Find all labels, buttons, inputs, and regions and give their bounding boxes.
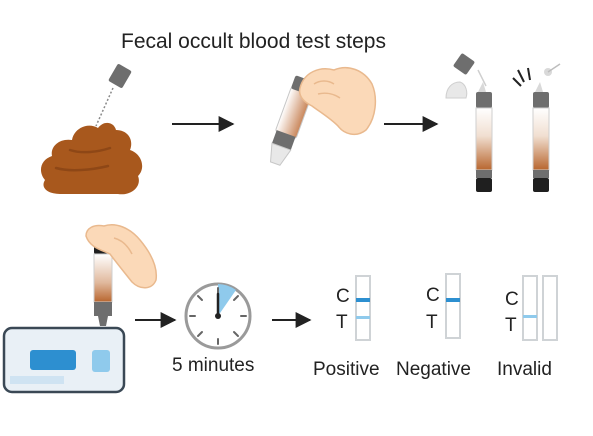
timer-label: 5 minutes bbox=[172, 355, 255, 376]
hand-icon bbox=[85, 224, 158, 289]
control-marker-negative: C bbox=[426, 285, 440, 306]
test-marker-positive: T bbox=[336, 312, 348, 333]
control-marker-positive: C bbox=[336, 286, 350, 307]
test-strip-invalid bbox=[522, 275, 558, 341]
test-strip-positive bbox=[355, 275, 371, 341]
control-marker-invalid: C bbox=[505, 289, 519, 310]
control-line bbox=[446, 298, 460, 302]
diagram-title: Fecal occult blood test steps bbox=[121, 30, 386, 53]
test-marker-invalid: T bbox=[505, 315, 517, 336]
stool-icon bbox=[40, 122, 143, 195]
collection-tube-icon bbox=[532, 82, 550, 192]
result-label-negative: Negative bbox=[396, 359, 471, 380]
collection-tube-icon bbox=[475, 82, 493, 192]
result-label-positive: Positive bbox=[313, 359, 380, 380]
timer-icon bbox=[184, 282, 252, 350]
hand-icon bbox=[298, 66, 377, 136]
result-label-invalid: Invalid bbox=[497, 359, 552, 380]
sampling-stick-icon bbox=[95, 64, 132, 127]
test-line bbox=[523, 315, 537, 318]
cap-removal-icon bbox=[445, 53, 487, 99]
test-strip-negative bbox=[445, 273, 461, 339]
test-marker-negative: T bbox=[426, 312, 438, 333]
control-line bbox=[356, 298, 370, 302]
test-line bbox=[356, 316, 370, 319]
cap-snap-icon bbox=[512, 63, 561, 87]
analyzer-device-icon bbox=[2, 326, 126, 394]
